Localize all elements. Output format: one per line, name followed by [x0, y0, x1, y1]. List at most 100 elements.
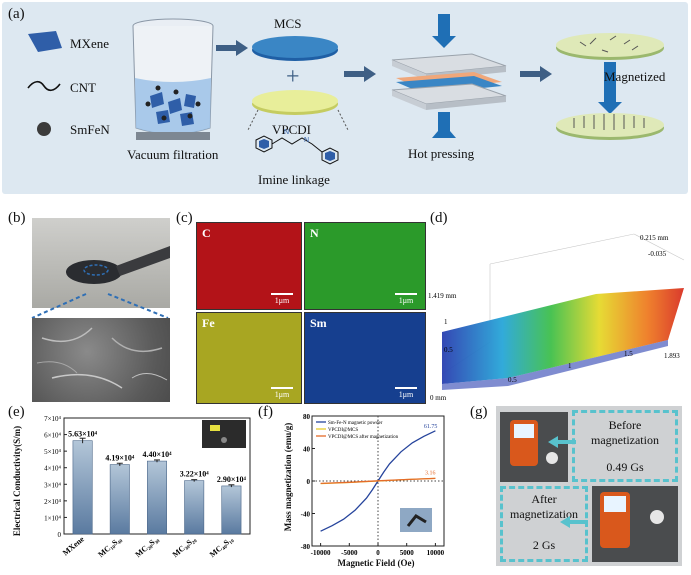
step-hot-pressing: Hot pressing — [408, 146, 475, 161]
before-title: Before magnetization — [591, 418, 659, 447]
e-y-tick-label: 0 — [58, 531, 62, 539]
x-tick-1: 1 — [568, 362, 572, 370]
panel-a-label: (a) — [8, 6, 25, 22]
before-magnetization-box — [572, 410, 678, 482]
after-title: After magnetization — [510, 492, 578, 521]
f-x-tick-label: -10000 — [311, 549, 331, 557]
panel-g-label: (g) — [470, 404, 488, 420]
legend-label: Sm-Fe-N magnetic powder — [328, 421, 383, 426]
n-label: N — [304, 137, 309, 144]
x-tick-1893: 1.893 — [664, 352, 680, 360]
after-value: 2 Gs — [532, 538, 556, 552]
annotation-316: 3.16 — [425, 470, 436, 476]
f-y-tick-label: 0 — [307, 478, 311, 486]
magnetized-label: Magnetized — [604, 69, 666, 84]
legend-mxene: MXene — [70, 36, 109, 51]
data-label: 4.40×10⁴ — [143, 450, 173, 459]
scale-bar: 1μm — [271, 293, 293, 305]
sem-image — [32, 318, 170, 402]
z-top-label: 0.215 mm — [640, 234, 669, 242]
annotation-6175: 61.75 — [424, 424, 438, 430]
legend-label: VPCDI@MCS after magnetization — [328, 435, 399, 440]
plus-icon: + — [286, 64, 300, 90]
panel-d-label: (d) — [430, 210, 448, 226]
gaussmeter-photo-after — [592, 486, 678, 562]
smfen-sphere-icon — [37, 122, 51, 136]
panel-c-label: (c) — [176, 210, 193, 226]
arrow-right-icon — [344, 66, 376, 82]
element-label-sm: Sm — [310, 316, 327, 330]
e-y-tick-label: 2×10⁴ — [44, 498, 61, 506]
e-y-tick-label: 3×10⁴ — [44, 481, 61, 489]
element-label-c: C — [202, 226, 211, 240]
bar — [72, 440, 93, 535]
bar — [109, 464, 130, 535]
inset-magnet-photo — [400, 508, 432, 532]
category-label: MXene — [61, 534, 86, 557]
arrow-left-icon — [548, 436, 576, 448]
bar-chart-conductivity: 01×10⁴2×10⁴3×10⁴4×10⁴5×10⁴6×10⁴7×10⁴5.63… — [44, 415, 251, 559]
element-label-fe: Fe — [202, 316, 215, 330]
category-label: MC₃₀S₂₀ — [171, 534, 198, 559]
mxene-flake-icon — [28, 31, 62, 52]
zoom-lines — [31, 293, 169, 319]
scale-bar: 1μm — [271, 387, 293, 399]
x-tick-0: 0 mm — [430, 394, 447, 402]
data-label: 4.19×10⁴ — [105, 454, 135, 463]
eds-map-n: N 1μm — [304, 222, 426, 310]
y-tick-05: 0.5 — [444, 346, 453, 354]
series-line — [320, 477, 436, 485]
eds-map-fe: Fe 1μm — [196, 312, 302, 404]
x-tick-05: 0.5 — [508, 376, 517, 384]
before-value: 0.49 Gs — [606, 460, 644, 474]
cnt-curve-icon — [27, 80, 61, 92]
eds-map-c: C 1μm — [196, 222, 302, 310]
mcs-disc — [252, 36, 338, 61]
imine-linkage-structure: N N — [247, 109, 349, 165]
panel-a-legend-icons — [27, 31, 62, 136]
f-y-tick-label: -40 — [301, 511, 311, 519]
n-label: N — [284, 129, 289, 136]
scale-bar: 1μm — [395, 293, 417, 305]
category-label: MC₁₀S₄₀ — [96, 534, 123, 559]
element-label-n: N — [310, 226, 319, 240]
f-y-tick-label: -80 — [301, 543, 311, 551]
data-label: 2.90×10⁴ — [217, 475, 247, 484]
surface-topography-3d: 0.215 mm -0.035 1.419 mm 1 0.5 0 mm 0.5 … — [428, 233, 685, 402]
panel-b-label: (b) — [8, 210, 26, 226]
f-x-axis-label: Magnetic Field (Oe) — [337, 558, 415, 568]
x-tick-15: 1.5 — [624, 350, 633, 358]
y-max-label: 1.419 mm — [428, 292, 457, 300]
z-bottom-label: -0.035 — [648, 250, 667, 258]
inset-led-photo — [202, 420, 246, 448]
panel-a-background — [2, 2, 688, 194]
scale-bar: 1μm — [395, 387, 417, 399]
arrow-left-icon — [560, 516, 588, 528]
imine-linkage-label: Imine linkage — [258, 172, 330, 187]
inset-magnet-shape — [406, 514, 427, 527]
e-y-tick-label: 6×10⁴ — [44, 432, 61, 440]
bar — [221, 485, 242, 535]
e-y-tick-label: 1×10⁴ — [44, 514, 61, 522]
bar — [184, 480, 205, 535]
f-y-tick-label: 80 — [303, 413, 311, 421]
vacuum-filtration-apparatus — [132, 18, 214, 140]
step-vacuum-filtration: Vacuum filtration — [127, 147, 219, 162]
vpcdi-label: VPCDI — [272, 122, 312, 137]
film-photo — [32, 218, 170, 308]
legend-smfen: SmFeN — [70, 122, 110, 137]
e-y-tick-label: 7×10⁴ — [44, 415, 61, 423]
led-glow — [210, 425, 220, 431]
legend-label: VPCDI@MCS — [328, 428, 358, 433]
bar — [147, 460, 167, 535]
panel-e-label: (e) — [8, 404, 25, 420]
e-y-axis-label: Electrical Conductivity(S/m) — [12, 425, 22, 537]
data-label: 5.63×10⁴ — [68, 430, 98, 439]
f-y-tick-label: 40 — [303, 446, 311, 454]
category-label: MC₂₀S₃₀ — [134, 534, 161, 559]
f-x-tick-label: 5000 — [400, 549, 415, 557]
category-label: MC₄₀S₁₀ — [208, 534, 235, 559]
magnetization-discs — [556, 33, 664, 140]
